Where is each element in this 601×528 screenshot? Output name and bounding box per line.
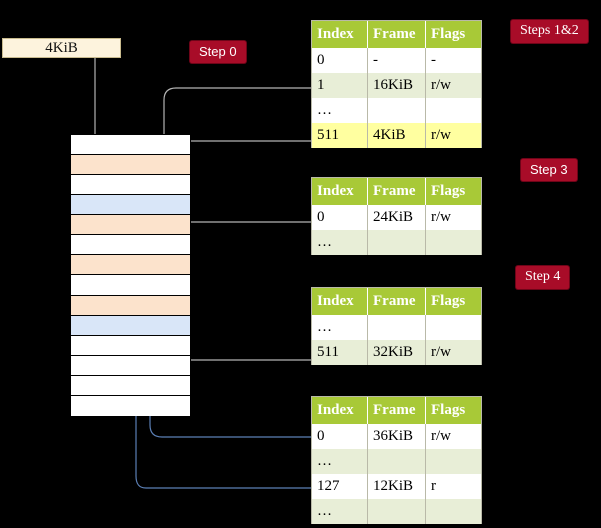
column-header-index: Index [312, 21, 368, 48]
memory-block-13 [71, 395, 190, 416]
cell-flags: r/w [431, 77, 451, 93]
cell-flags [426, 499, 481, 524]
cell-index: … [312, 499, 368, 524]
column-header-flags: Flags [431, 402, 466, 418]
cell-flags: r/w [431, 344, 451, 360]
cell-index: … [312, 449, 368, 474]
memory-block-12 [71, 375, 190, 396]
cell-index: 0 [312, 205, 368, 230]
cell-frame: 12KiB [368, 474, 426, 499]
frame-4kib-box: 4KiB [2, 38, 121, 58]
cell-frame [368, 499, 426, 524]
column-header-flags: Flags [431, 293, 466, 309]
memory-block-5 [71, 235, 190, 256]
cell-index: 0 [312, 424, 368, 449]
column-header-flags: Flags [431, 183, 466, 199]
badge-step-0: Step 0 [190, 41, 246, 63]
column-header-frame: Frame [368, 397, 426, 424]
cell-frame: 16KiB [368, 73, 426, 98]
cell-index: 127 [312, 474, 368, 499]
cell-frame [368, 230, 426, 255]
cell-flags: r/w [426, 123, 481, 148]
table-row: … [312, 230, 481, 255]
cell-frame [368, 449, 426, 474]
memory-block-0 [71, 135, 190, 156]
memory-block-2 [71, 175, 190, 196]
memory-block-7 [71, 275, 190, 296]
table-row: 0-- [312, 48, 481, 73]
cell-index: … [312, 315, 368, 340]
memory-block-11 [71, 355, 190, 376]
column-header-index: Index [312, 397, 368, 424]
cell-index: … [312, 98, 368, 123]
cell-index: 511 [312, 340, 368, 365]
badge-step-3: Step 3 [521, 159, 577, 181]
cell-index: 1 [312, 73, 368, 98]
memory-block-3 [71, 195, 190, 216]
memory-block-8 [71, 295, 190, 316]
cell-frame: 24KiB [368, 205, 426, 230]
cell-flags [426, 449, 481, 474]
column-header-index: Index [312, 288, 368, 315]
table-row: … [312, 98, 481, 123]
memory-block-4 [71, 215, 190, 236]
cell-frame: 36KiB [368, 424, 426, 449]
cell-flags [426, 230, 481, 255]
memory-block-1 [71, 155, 190, 176]
cell-index: … [312, 230, 368, 255]
cell-flags [426, 315, 481, 340]
cell-flags [426, 98, 481, 123]
cell-flags: r/w [431, 428, 451, 444]
cell-frame [368, 315, 426, 340]
cell-frame: 4KiB [368, 123, 426, 148]
cell-flags: - [431, 52, 436, 68]
cell-flags: r [431, 478, 436, 494]
cell-frame: 32KiB [368, 340, 426, 365]
column-header-frame: Frame [368, 178, 426, 205]
cell-index: 511 [312, 123, 368, 148]
cell-frame: - [368, 48, 426, 73]
cell-index: 0 [312, 48, 368, 73]
table-row: … [312, 315, 481, 340]
column-header-index: Index [312, 178, 368, 205]
column-header-frame: Frame [368, 21, 426, 48]
badge-steps-1-2: Steps 1&2 [511, 20, 588, 43]
table-row: … [312, 499, 481, 524]
cell-frame [368, 98, 426, 123]
cell-flags: r/w [431, 209, 451, 225]
column-header-frame: Frame [368, 288, 426, 315]
badge-step-4: Step 4 [516, 266, 570, 289]
table-row: … [312, 449, 481, 474]
column-header-flags: Flags [431, 26, 466, 42]
memory-block-6 [71, 255, 190, 276]
memory-block-9 [71, 315, 190, 336]
physical-memory-column [70, 134, 191, 416]
memory-block-10 [71, 335, 190, 356]
